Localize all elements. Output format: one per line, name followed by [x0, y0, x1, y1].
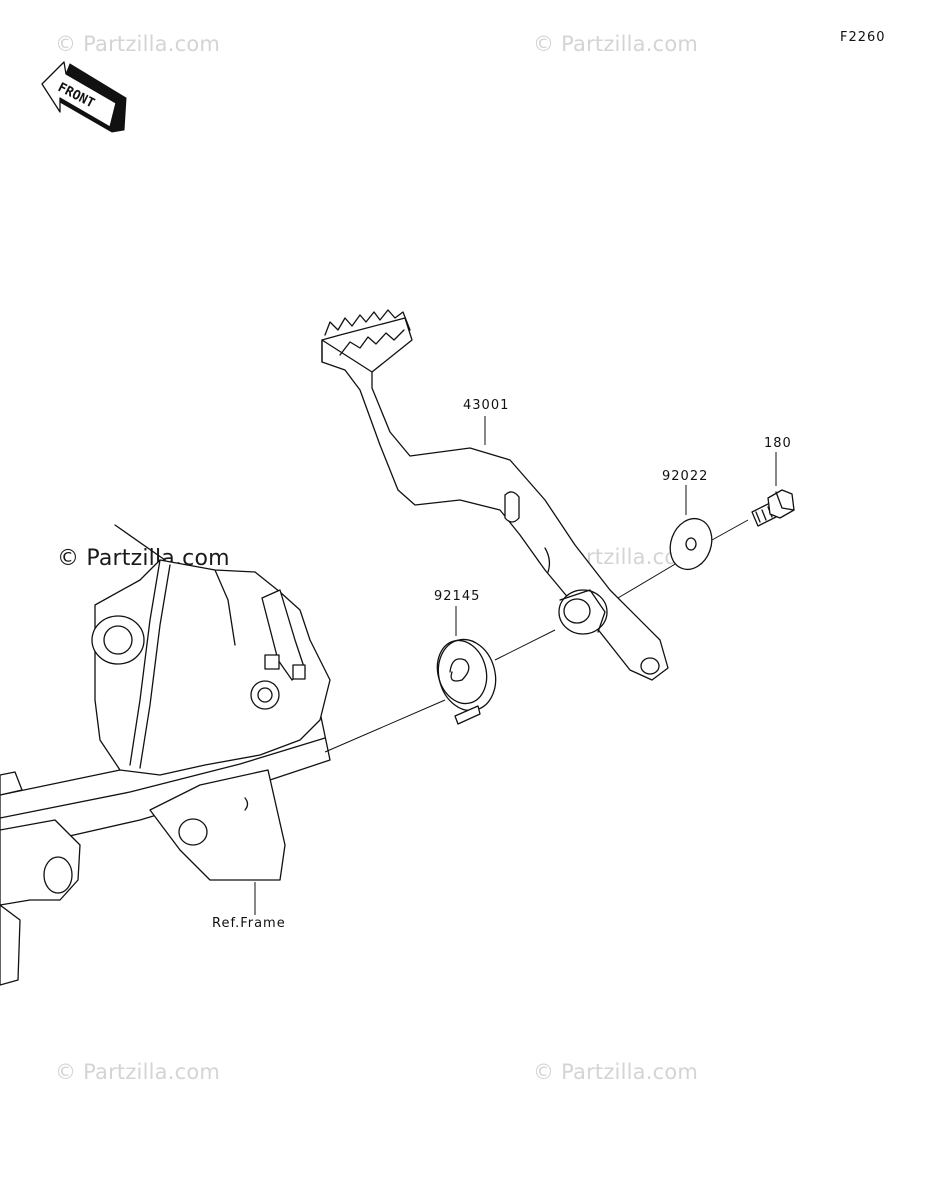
- watermark-top-right: © Partzilla.com: [533, 32, 699, 56]
- frame-reference: [0, 524, 331, 986]
- watermark-top-left: © Partzilla.com: [55, 32, 221, 56]
- reference-label: Ref.Frame: [212, 916, 286, 931]
- diagram-code: F2260: [840, 30, 886, 45]
- part-label-180: 180: [764, 436, 792, 451]
- part-label-43001: 43001: [463, 398, 510, 413]
- bolt: [751, 489, 795, 527]
- brake-pedal: [321, 309, 669, 681]
- part-label-92022: 92022: [662, 469, 709, 484]
- watermark-bottom-left: © Partzilla.com: [55, 1060, 221, 1084]
- return-spring: [436, 638, 497, 725]
- front-arrow-icon: FRONT: [41, 61, 127, 133]
- watermark-bottom-right: © Partzilla.com: [533, 1060, 699, 1084]
- washer: [669, 517, 713, 571]
- part-label-92145: 92145: [434, 589, 481, 604]
